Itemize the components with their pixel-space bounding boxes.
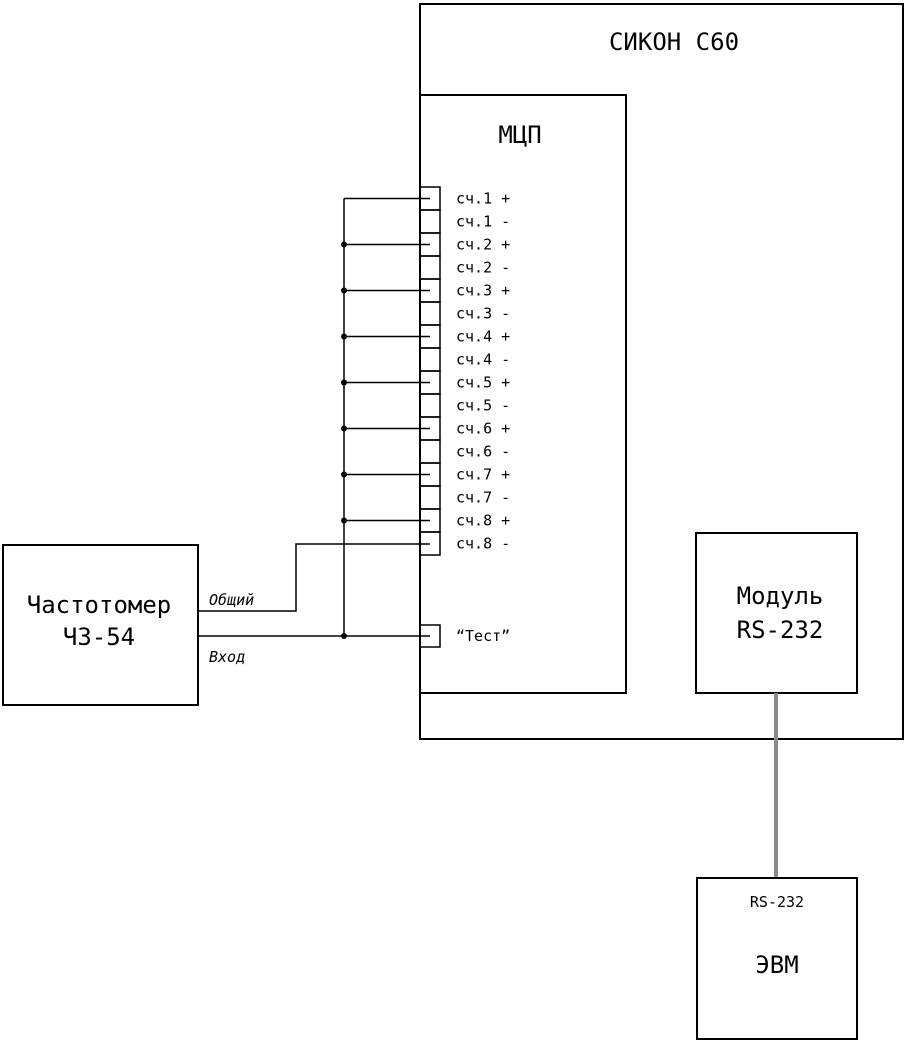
computer-title: ЭВМ — [755, 951, 798, 979]
terminal-label: сч.4 + — [456, 328, 510, 346]
terminal-label: сч.4 - — [456, 351, 510, 369]
common-wire — [198, 543, 430, 612]
terminal-label: сч.2 + — [456, 236, 510, 254]
junction-dot — [341, 425, 347, 432]
junction-dot — [341, 241, 347, 248]
junction-dot — [341, 379, 347, 386]
terminal-label: сч.5 + — [456, 374, 510, 392]
junction-dot — [341, 471, 347, 478]
terminal-label: сч.7 + — [456, 466, 510, 484]
computer-port-label: RS-232 — [750, 893, 804, 911]
terminal-box — [419, 439, 441, 464]
terminal-label: сч.7 - — [456, 489, 510, 507]
rs232-module-interface: RS-232 — [737, 616, 824, 644]
junction-dot — [341, 287, 347, 294]
terminal-label: сч.8 - — [456, 535, 510, 553]
terminal-box — [419, 255, 441, 280]
terminal-label: сч.1 + — [456, 190, 510, 208]
sikon-c60-title: СИКОН С60 — [609, 28, 739, 56]
terminal-label: сч.3 + — [456, 282, 510, 300]
mcp-title: МЦП — [498, 121, 541, 149]
mcp-block — [419, 94, 627, 694]
terminal-label: сч.2 - — [456, 259, 510, 277]
counter-bus-wiring — [341, 197, 430, 639]
terminal-label: сч.3 - — [456, 305, 510, 323]
terminal-label: сч.6 - — [456, 443, 510, 461]
terminal-box — [419, 301, 441, 326]
frequency-meter-block — [2, 544, 199, 706]
common-wire-label: Общий — [209, 591, 254, 609]
junction-dot — [341, 333, 347, 340]
rs232-module-name: Модуль — [737, 582, 824, 610]
frequency-meter-name: Частотомер — [27, 591, 172, 619]
input-wire-label: Вход — [209, 648, 245, 666]
mcp-terminals: сч.1 + сч.1 - сч.2 + сч.2 - сч.3 + сч.3 - сч.4… — [419, 186, 510, 556]
test-terminal-label: “Тест” — [456, 627, 510, 645]
terminal-box — [419, 347, 441, 372]
terminal-box — [419, 485, 441, 510]
terminal-label: сч.6 + — [456, 420, 510, 438]
junction-dot — [341, 517, 347, 524]
terminal-label: сч.8 + — [456, 512, 510, 530]
rs232-module-block — [695, 532, 858, 694]
terminal-box — [419, 393, 441, 418]
computer-block — [696, 877, 858, 1040]
terminal-label: сч.1 - — [456, 213, 510, 231]
frequency-meter-model: Ч3-54 — [63, 623, 135, 651]
terminal-box — [419, 209, 441, 234]
terminal-label: сч.5 - — [456, 397, 510, 415]
